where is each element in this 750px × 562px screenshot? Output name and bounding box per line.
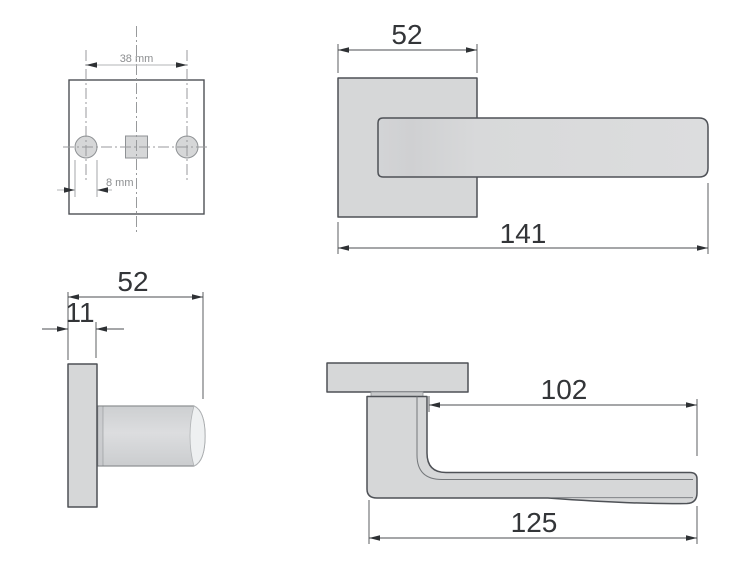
dimension-label: 11 [65, 297, 94, 328]
arrowhead-right [697, 245, 708, 251]
lever-grip [377, 117, 709, 178]
arrowhead-left [68, 294, 79, 300]
arrowhead-left [429, 402, 440, 408]
arrowhead-right [192, 294, 203, 300]
neck-cylinder [97, 405, 206, 467]
dimension-total-length: 141 [337, 183, 709, 254]
arrowhead-left [338, 245, 349, 251]
arrowhead-right [96, 326, 107, 332]
arrowhead-right [686, 402, 697, 408]
dimension-grip-length: 102 [428, 374, 698, 456]
arrowhead-right [176, 62, 187, 68]
dimension-label: 141 [500, 218, 547, 249]
handle-side-view: 102 125 [326, 362, 698, 544]
dimension-label: 52 [391, 19, 422, 50]
arrowhead-left [86, 62, 97, 68]
dimension-label: 52 [117, 266, 148, 297]
dimension-label: 125 [511, 507, 558, 538]
dimension-lever-length: 125 [368, 500, 698, 544]
dimension-rose-width: 52 [337, 19, 478, 73]
arrowhead-left [338, 47, 349, 53]
arrowhead-right [97, 187, 108, 193]
dimension-label: 8 mm [106, 177, 134, 189]
rose-top-profile [326, 362, 469, 393]
dimension-projection: 52 [67, 266, 204, 399]
handle-front-view: 52 141 [337, 19, 709, 254]
dimension-hole-spacing: 38 mm [86, 53, 187, 68]
neck-shadow [98, 407, 103, 465]
plate-front-view: 38 mm 8 mm [57, 26, 210, 234]
dimension-hole-diameter: 8 mm [57, 160, 134, 197]
rose-side-plate [67, 363, 98, 508]
rose-side-view: 52 11 [42, 266, 206, 508]
arrowhead-right [466, 47, 477, 53]
cylinder-end-cap [189, 405, 206, 467]
bevel-edge-line [416, 396, 693, 480]
arrowhead-left [64, 187, 75, 193]
dimension-label: 38 mm [120, 53, 154, 65]
dimension-label: 102 [541, 374, 588, 405]
dimension-rose-thickness: 11 [42, 297, 124, 358]
handle-profile [366, 395, 698, 505]
arrowhead-right [686, 535, 697, 541]
arrowhead-left [57, 326, 68, 332]
arrowhead-left [369, 535, 380, 541]
